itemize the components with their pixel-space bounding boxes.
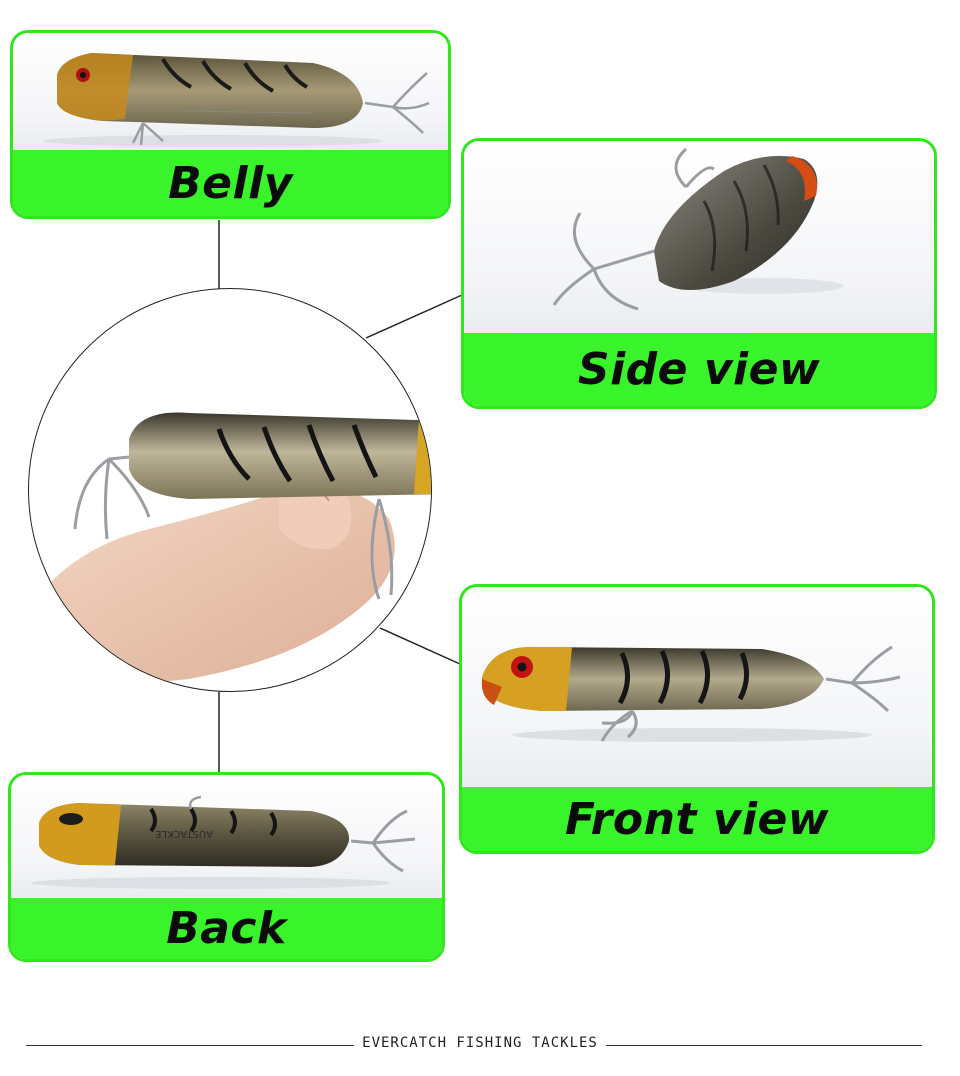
side-lure-image (552, 147, 844, 311)
back-lure-photo: AUSTACKLE (11, 775, 442, 901)
footer-divider-right (606, 1045, 922, 1046)
front-lure-image (481, 645, 901, 742)
footer-divider-left (26, 1045, 354, 1046)
front-lure-photo (462, 587, 932, 790)
side-label: Side view (577, 344, 821, 395)
back-view-card: AUSTACKLE Back (8, 772, 445, 962)
connector-side (365, 294, 463, 339)
connector-front (379, 627, 461, 665)
back-lure-image: AUSTACKLE (31, 795, 416, 889)
footer-brand-name: EVERCATCH FISHING TACKLES (362, 1035, 598, 1051)
front-view-card: Front view (459, 584, 935, 854)
back-label: Back (166, 903, 287, 954)
hand-lure-image (29, 412, 431, 691)
side-view-card: Side view (461, 138, 937, 409)
lure-brand-print: AUSTACKLE (155, 828, 213, 839)
footer-brand-strip: EVERCATCH FISHING TACKLES (0, 1028, 960, 1062)
side-label-bar: Side view (464, 333, 934, 406)
hand-held-lure-closeup (28, 288, 432, 692)
belly-lure-photo (13, 33, 448, 153)
belly-label-bar: Belly (13, 150, 448, 216)
belly-lure-image (43, 53, 430, 147)
belly-label: Belly (168, 157, 293, 209)
front-label-bar: Front view (462, 787, 932, 851)
back-label-bar: Back (11, 898, 442, 959)
side-lure-photo (464, 141, 934, 336)
front-label: Front view (564, 793, 830, 845)
belly-view-card: Belly (10, 30, 451, 219)
